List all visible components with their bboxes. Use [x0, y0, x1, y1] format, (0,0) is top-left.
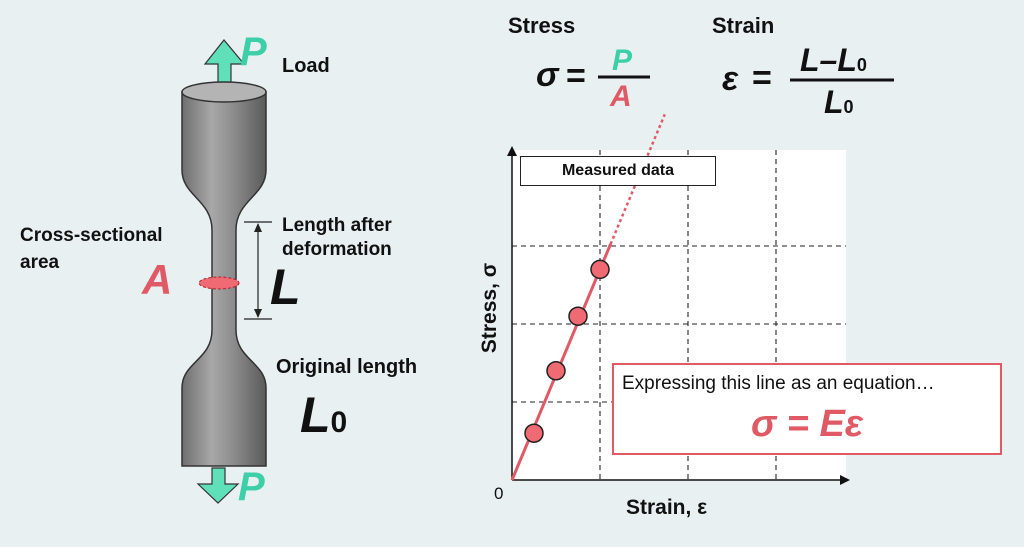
tensile-specimen [181, 81, 267, 467]
equation-formula: σ = Eε [750, 403, 864, 445]
equation-caption: Expressing this line as an equation… [622, 373, 935, 394]
strain-den-L: L [824, 84, 844, 120]
stress-sigma: σ [536, 56, 559, 94]
load-arrow-up-icon [203, 39, 246, 89]
length-after-label-line2: deformation [282, 239, 392, 260]
axes [507, 146, 850, 485]
stress-denominator: A [610, 80, 632, 113]
strain-equals: = [752, 59, 772, 97]
y-axis-label: Stress, σ [478, 262, 501, 354]
strain-num-L0: L [837, 42, 857, 78]
cross-section-label-line2: area [20, 252, 60, 273]
strain-title: Strain [712, 13, 775, 38]
p-symbol-top: P [240, 30, 267, 74]
stress-equals: = [566, 57, 586, 95]
load-label: Load [282, 55, 330, 77]
origin-label: 0 [494, 484, 504, 503]
cross-section-ellipse [198, 276, 240, 290]
stress-numerator: P [612, 44, 633, 77]
data-point [524, 423, 544, 443]
x-axis-label: Strain, ε [626, 496, 708, 519]
original-length-label: Original length [276, 356, 418, 378]
stress-title: Stress [508, 13, 576, 38]
strain-num-L: L [800, 42, 820, 78]
original-length-symbol: L0 [300, 386, 347, 444]
equation-box: Expressing this line as an equation… σ =… [612, 363, 1002, 455]
data-point [568, 306, 588, 326]
grid [512, 150, 846, 480]
strain-epsilon: ε [722, 60, 739, 98]
strain-num-minus: – [819, 42, 838, 78]
cross-section-label-line1: Cross-sectional [20, 225, 163, 246]
load-arrow-down-icon [196, 467, 240, 504]
length-symbol: L [270, 259, 301, 315]
strain-denominator: L0 [824, 84, 854, 121]
data-point [590, 259, 610, 280]
legend-measured-data: Measured data [520, 156, 716, 186]
strain-numerator: L–L0 [800, 42, 867, 79]
original-length-symbol-L: L [300, 387, 331, 443]
data-points [524, 259, 610, 443]
data-point [546, 361, 566, 381]
p-symbol-bottom: P [238, 465, 265, 509]
length-after-label-line1: Length after [282, 215, 392, 236]
original-length-subscript: 0 [330, 406, 348, 439]
strain-num-subscript: 0 [856, 55, 867, 75]
strain-den-subscript: 0 [843, 97, 854, 117]
area-symbol: A [142, 256, 173, 303]
length-dimension [244, 221, 272, 320]
